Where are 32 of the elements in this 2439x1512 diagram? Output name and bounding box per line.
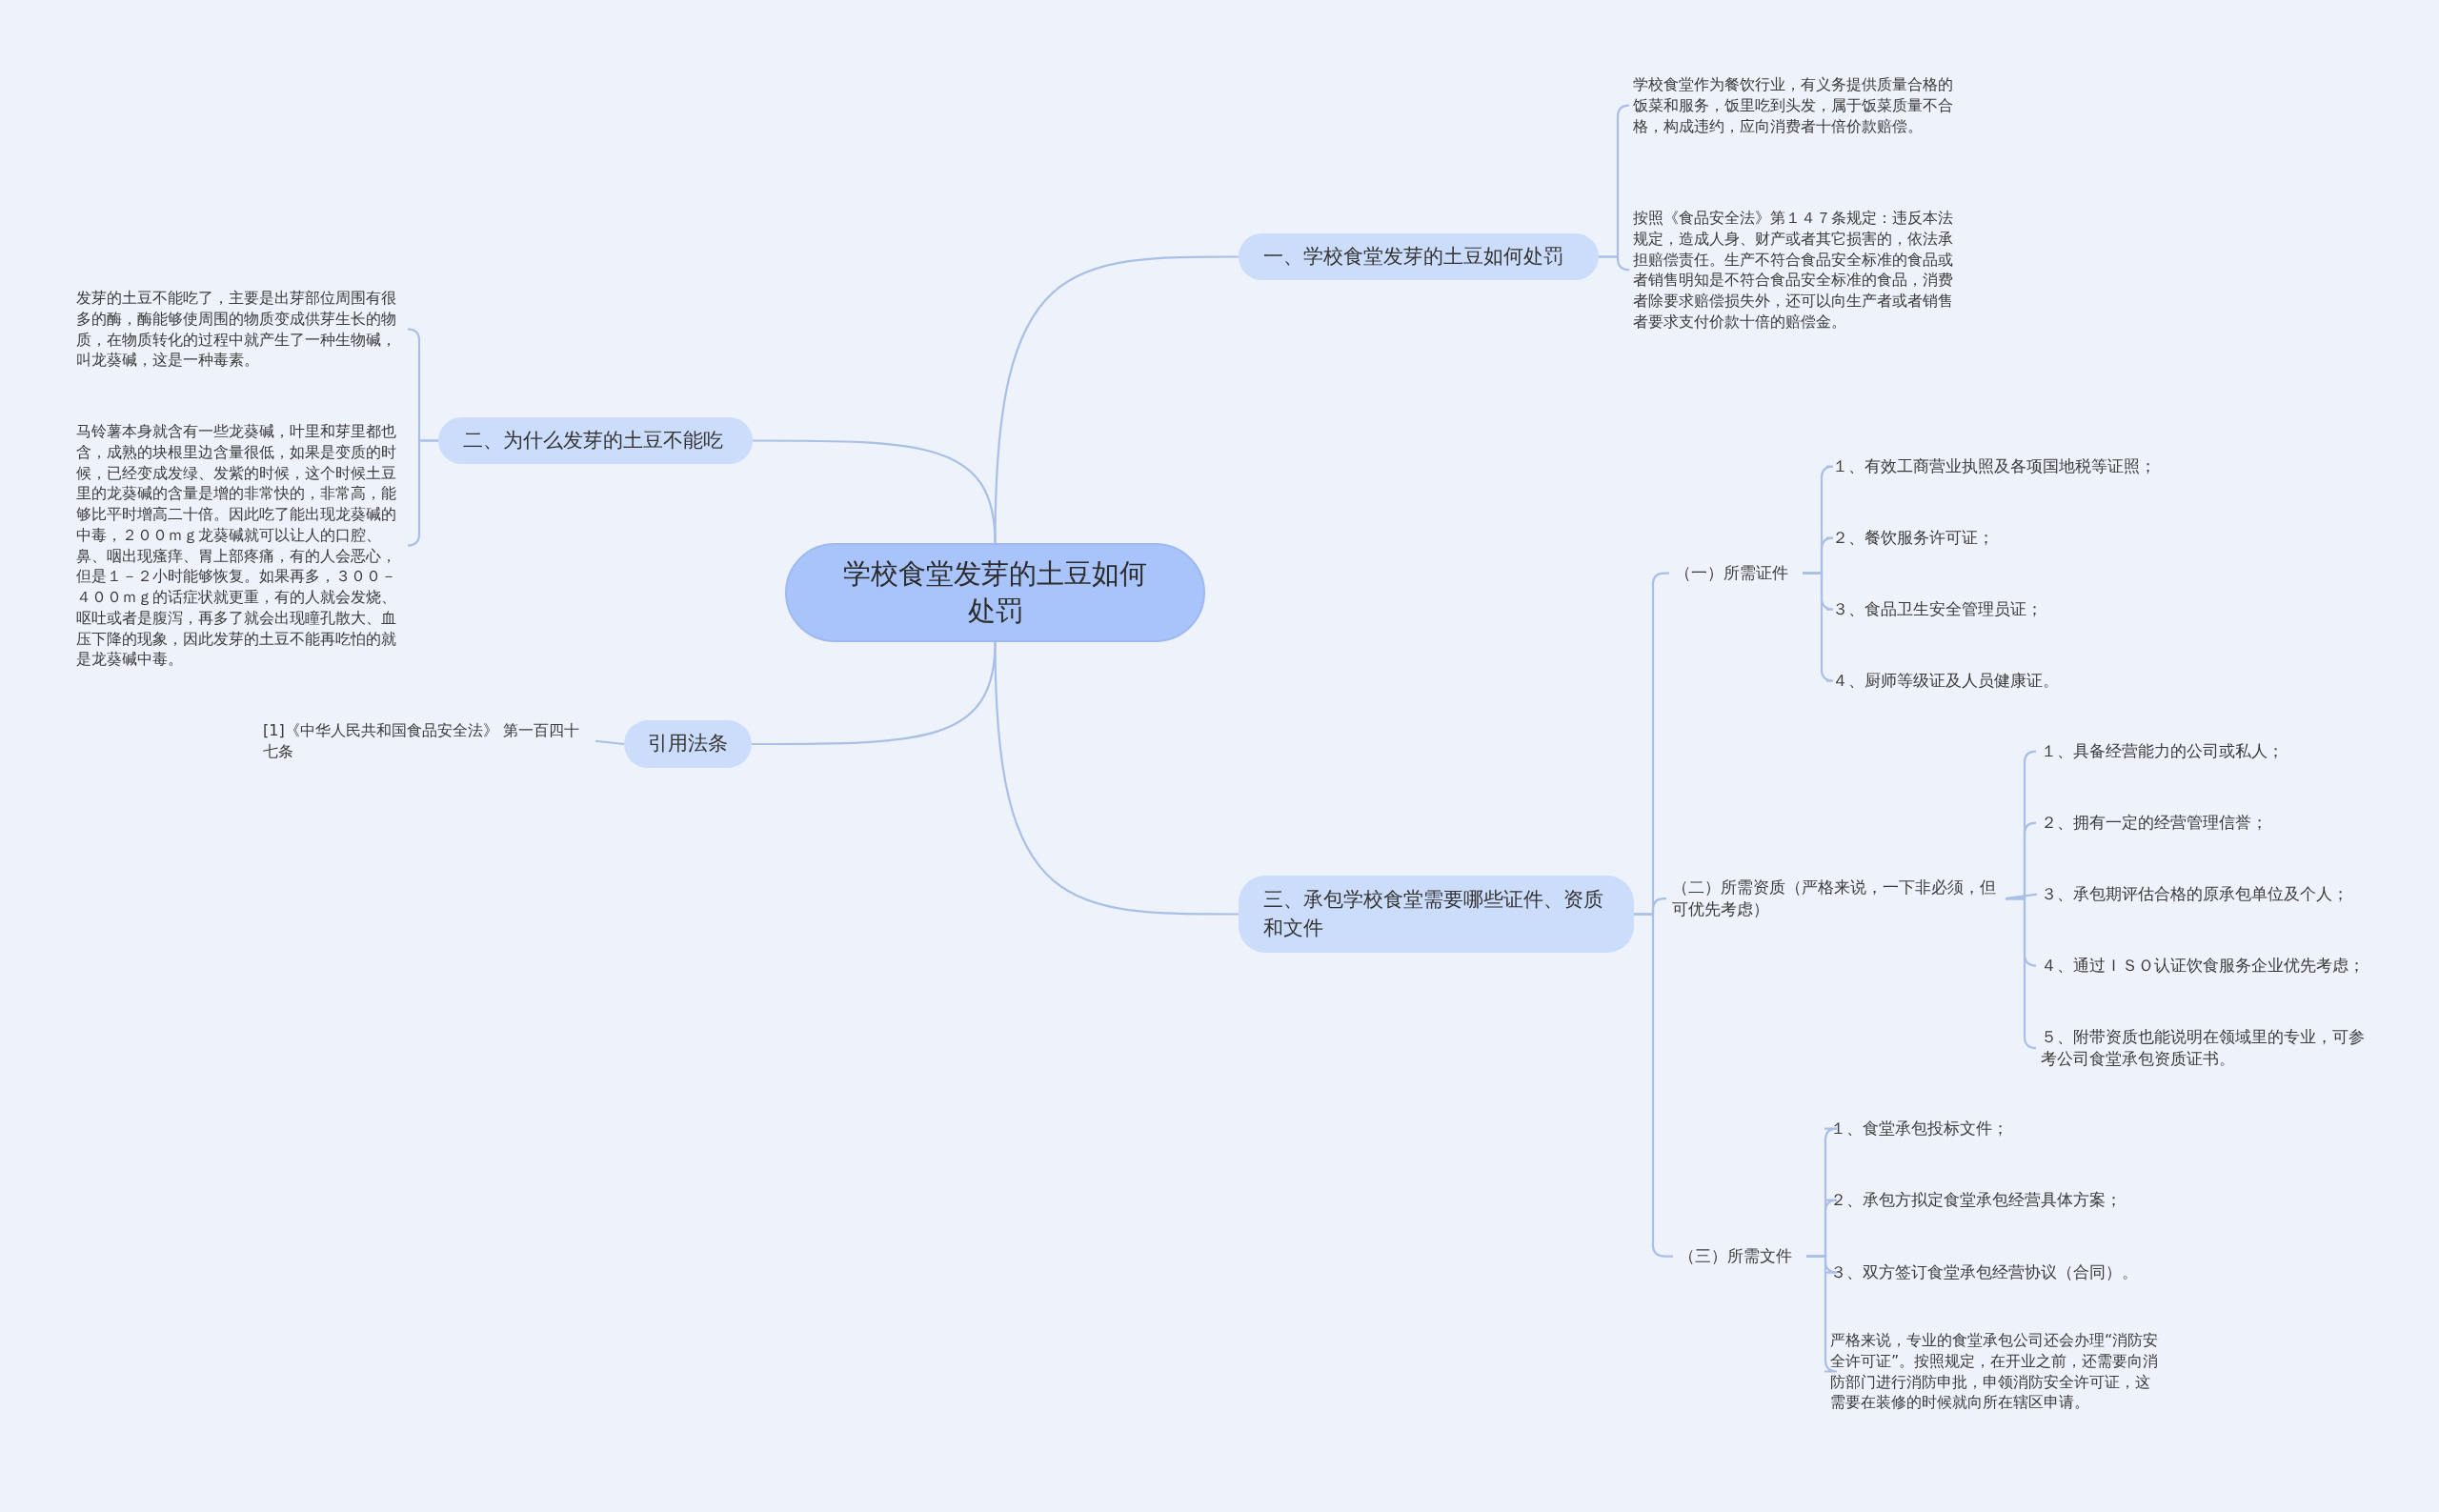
- list-item-text: １、具备经营能力的公司或私人；: [2041, 740, 2422, 763]
- list-item-text: ４、通过ＩＳＯ认证饮食服务企业优先考虑；: [2041, 955, 2422, 978]
- connector-line: [595, 739, 625, 746]
- branch-topic: 三、承包学校食堂需要哪些证件、资质和文件: [1239, 876, 1634, 953]
- list-item-text: ４、厨师等级证及人员健康证。: [1832, 670, 2251, 693]
- connector-line: [406, 439, 438, 547]
- branch-topic: 二、为什么发芽的土豆不能吃: [438, 417, 753, 464]
- connector-line: [753, 439, 997, 544]
- note-text: 学校食堂作为餐饮行业，有义务提供质量合格的饭菜和服务，饭里吃到头发，属于饭菜质量不合格，构成违约，应向消费者十倍价款赔偿。: [1633, 74, 1962, 137]
- list-item-text: ２、拥有一定的经营管理信誉；: [2041, 812, 2422, 835]
- note-text: 严格来说，专业的食堂承包公司还会办理“消防安全许可证”。按照规定，在开业之前，还需要向消防部门进行消防申批，申领消防安全许可证，这需要在装修的时候就向所在辖区申请。: [1830, 1330, 2159, 1413]
- list-item-text: ３、承包期评估合格的原承包单位及个人；: [2041, 883, 2422, 906]
- list-item-text: ２、承包方拟定食堂承包经营具体方案；: [1830, 1189, 2249, 1212]
- list-item-text: ３、食品卫生安全管理员证；: [1832, 598, 2251, 621]
- subtopic-text: （二）所需资质（严格来说，一下非必须，但可优先考虑）: [1672, 877, 2006, 921]
- list-item-text: ５、附带资质也能说明在领域里的专业，可参考公司食堂承包资质证书。: [2041, 1026, 2374, 1071]
- note-text: [1]《中华人民共和国食品安全法》 第一百四十七条: [263, 720, 592, 762]
- subtopic-text: （三）所需文件: [1679, 1245, 1806, 1268]
- note-text: 马铃薯本身就含有一些龙葵碱，叶里和芽里都也含，成熟的块根里边含量很低，如果是变质的时候，已经变成发绿、发紫的时候，这个时候土豆里的龙葵碱的含量是增的非常快的，非常高，能够比平时增高二十倍。因此吃了能出现龙葵碱的中毒，２００ｍｇ龙葵碱就可以让人的口腔、鼻、咽出现瘙痒、胃上部疼痛，有的人会恶心，但是１－２小时能够恢复。如果再多，３００－４００ｍｇ的话症状就更重，有的人就会发烧、呕吐或者是腹泻，再多了就会出现瞳孔散大、血压下降的现象，因此发芽的土豆不能再吃怕的就是龙葵碱中毒。: [76, 421, 405, 670]
- connector-line: [1599, 255, 1631, 272]
- subtopic-text: （一）所需证件: [1675, 562, 1803, 585]
- note-text: 按照《食品安全法》第１４７条规定：违反本法规定，造成人身、财产或者其它损害的，依法承担赔偿责任。生产不符合食品安全标准的食品或者销售明知是不符合食品安全标准的食品，消费者除要求赔偿损失外，还可以向生产者或者销售者要求支付价款十倍的赔偿金。: [1633, 208, 1962, 333]
- list-item-text: １、食堂承包投标文件；: [1830, 1118, 2249, 1140]
- note-text: 发芽的土豆不能吃了，主要是出芽部位周围有很多的酶，酶能够使周围的物质变成供芽生长的物质，在物质转化的过程中就产生了一种生物碱，叫龙葵碱，这是一种毒素。: [76, 288, 405, 371]
- branch-topic: 一、学校食堂发芽的土豆如何处罚: [1239, 233, 1599, 280]
- branch-topic: 引用法条: [624, 720, 752, 768]
- list-item-text: ３、双方签订食堂承包经营协议（合同）。: [1830, 1261, 2249, 1284]
- central-topic: 学校食堂发芽的土豆如何处罚: [785, 543, 1205, 642]
- connector-line: [994, 641, 1239, 916]
- connector-line: [2006, 897, 2038, 1050]
- list-item-text: ２、餐饮服务许可证；: [1832, 527, 2251, 550]
- list-item-text: １、有效工商营业执照及各项国地税等证照；: [1832, 455, 2251, 478]
